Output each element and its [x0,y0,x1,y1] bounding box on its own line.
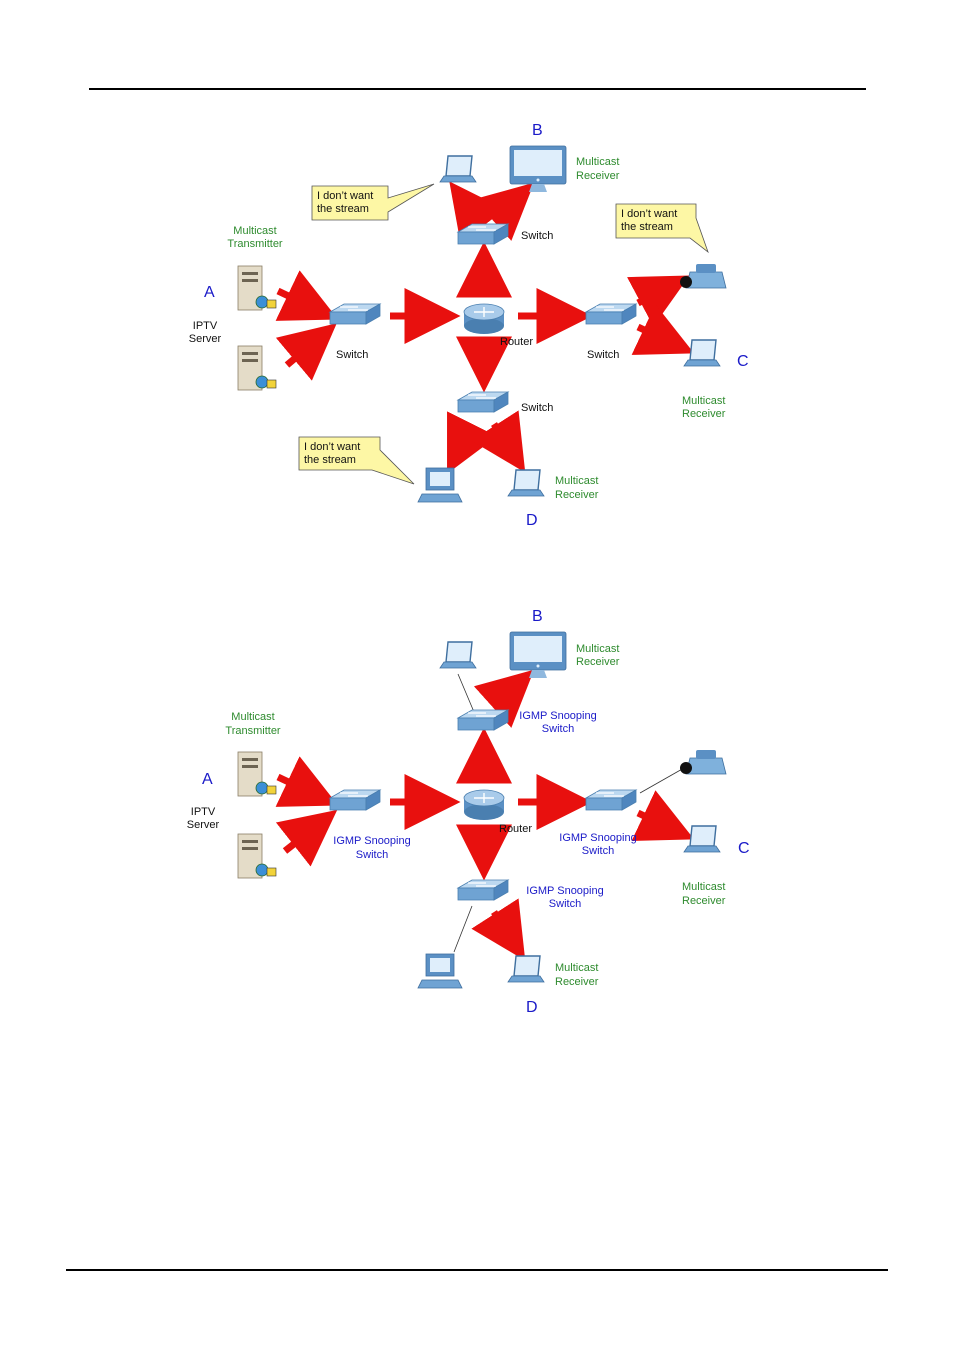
switch-bottom-icon [457,391,509,413]
server-1-icon [237,265,277,311]
letter-b: B [532,122,543,139]
letter-a: A [202,771,213,788]
arrow-switch-bottom-laptop [471,898,526,961]
server-2-icon [237,345,277,391]
laptop-c-icon [683,339,721,367]
monitor-b-icon [509,145,567,193]
router-icon [463,303,505,335]
stream-arrows-snooping [275,669,695,961]
arrow-server2-switch [275,323,337,381]
arrow-server1-switch [275,756,339,807]
arrow-switch-top-monitor [473,669,535,728]
switch-left-icon [329,789,381,811]
server-1-icon [237,751,277,797]
letter-a: A [204,284,215,301]
switch-right-icon [585,303,637,325]
switch-left-label: Switch [336,349,368,361]
laptop-d-icon [507,469,545,497]
switch-top-icon [457,709,509,731]
arrow-switch-bottom-desktop [447,411,498,474]
server-2-icon [237,833,277,879]
letter-d: D [526,999,538,1016]
switch-right-label: Switch [587,349,619,361]
arrow-switch-bottom-laptop [471,410,526,473]
arrow-server2-switch [275,809,338,867]
letter-c: C [737,353,749,370]
desktop-bottom-icon [417,467,463,503]
arrow-switch-top-laptop [449,181,506,243]
switch-left-icon [329,303,381,325]
router-icon [463,789,505,821]
laptop-top-icon [439,155,477,183]
router-label: Router [499,823,532,835]
laptop-c-icon [683,825,721,853]
phone-icon [679,263,727,289]
router-label: Router [500,336,533,348]
letter-b: B [532,608,543,625]
laptop-d-icon [507,955,545,983]
desktop-bottom-icon [417,953,463,989]
letter-c: C [738,840,750,857]
switch-bottom-label: Switch [521,402,553,414]
arrow-switch-right-laptop [631,304,695,355]
switch-bottom-icon [457,879,509,901]
monitor-b-icon [509,631,567,679]
arrow-switch-top-monitor [473,182,535,241]
phone-icon [679,749,727,775]
letter-d: D [526,512,538,529]
laptop-top-icon [439,641,477,669]
stream-arrows [275,181,695,474]
switch-right-icon [585,789,637,811]
header-rule [89,88,866,90]
switch-top-label: Switch [521,230,553,242]
arrow-switch-right-laptop [631,790,695,841]
arrow-switch-right-phone [627,275,690,327]
idle-links [453,673,685,953]
arrow-server1-switch [275,270,339,321]
footer-rule [66,1269,888,1271]
switch-top-icon [457,223,509,245]
